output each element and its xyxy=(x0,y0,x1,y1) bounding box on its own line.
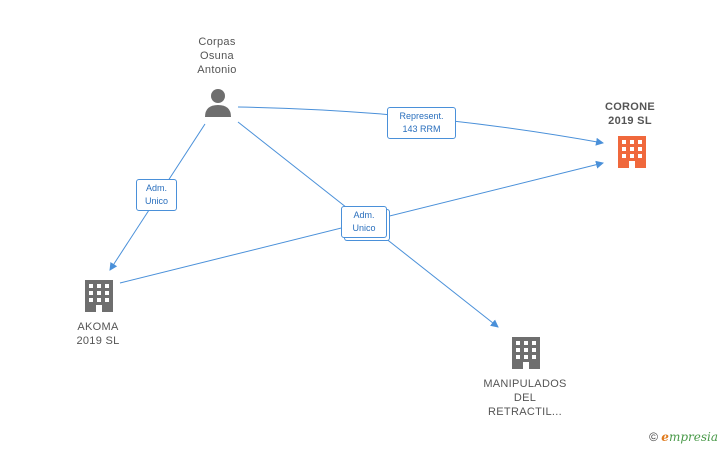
person-icon[interactable] xyxy=(203,88,233,118)
corone-label: CORONE 2019 SL xyxy=(604,101,656,127)
building-icon-manipulados[interactable] xyxy=(509,337,543,371)
brand-footer: © empresia xyxy=(649,430,718,444)
edge-label-adm-akoma[interactable]: Adm. Unico xyxy=(136,179,177,211)
akoma-label: AKOMA 2019 SL xyxy=(76,321,120,347)
copyright-symbol: © xyxy=(649,430,658,444)
building-icon-corone[interactable] xyxy=(615,136,649,170)
edge-label-adm-manipulados[interactable]: Adm. Unico xyxy=(341,206,387,238)
building-icon-akoma[interactable] xyxy=(82,280,116,314)
brand-logo: empresia xyxy=(661,430,718,444)
manipulados-label: MANIPULADOS DEL RETRACTIL... xyxy=(483,378,567,418)
person-label: Corpas Osuna Antonio xyxy=(197,36,237,76)
edge-label-represent[interactable]: Represent. 143 RRM xyxy=(387,107,456,139)
